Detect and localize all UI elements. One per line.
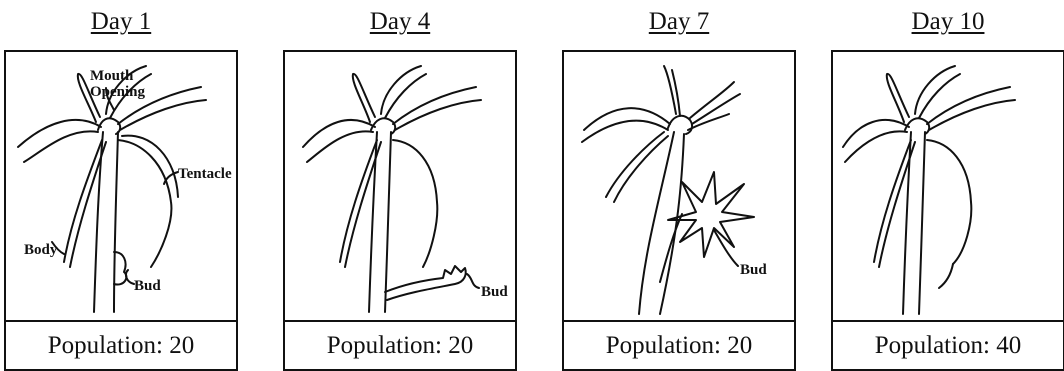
label-bud: Bud: [740, 262, 767, 278]
panel-frame: Mouth Opening Tentacle Body Bud Populati…: [4, 50, 238, 371]
label-bud: Bud: [134, 278, 161, 294]
population-label: Population: 20: [6, 320, 236, 371]
label-mouth: Mouth: [90, 68, 134, 84]
hydra-drawing: Mouth Opening Tentacle Body Bud: [6, 52, 236, 318]
panel-frame: Population: 40: [831, 50, 1064, 371]
label-bud: Bud: [481, 284, 508, 300]
panel-day-7: Day 7 Bud Population: 20: [562, 0, 796, 370]
panel-day-10: Day 10 Population: 40: [831, 0, 1064, 370]
day-title: Day 1: [4, 8, 238, 36]
population-label: Population: 20: [564, 320, 794, 371]
label-body: Body: [24, 242, 58, 258]
hydra-drawing: [833, 52, 1063, 318]
panel-frame: Bud Population: 20: [562, 50, 796, 371]
day-title: Day 10: [831, 8, 1064, 36]
population-label: Population: 20: [285, 320, 515, 371]
day-title: Day 4: [283, 8, 517, 36]
population-label: Population: 40: [833, 320, 1063, 371]
label-opening: Opening: [90, 84, 146, 100]
panel-day-4: Day 4 Bud Population: 20: [283, 0, 517, 370]
label-tentacle: Tentacle: [178, 166, 232, 182]
panel-frame: Bud Population: 20: [283, 50, 517, 371]
day-title: Day 7: [562, 8, 796, 36]
panel-day-1: Day 1 Mouth Opening Tentacle Body Bu: [4, 0, 238, 370]
hydra-drawing: Bud: [564, 52, 794, 318]
hydra-drawing: Bud: [285, 52, 515, 318]
